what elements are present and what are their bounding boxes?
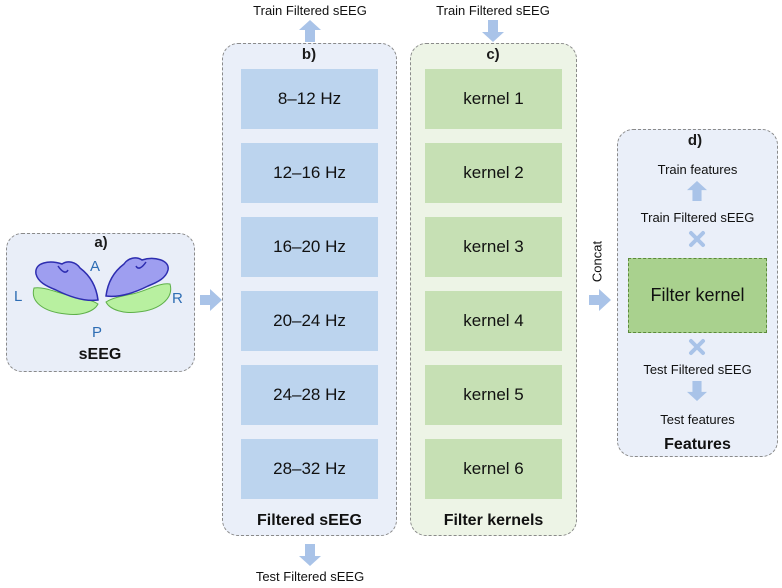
- arrow-concat: [589, 289, 611, 311]
- panel-b-bottom-output: Test Filtered sEEG: [255, 569, 365, 584]
- filter-kernel-label: Filter kernel: [650, 285, 745, 305]
- test-filtered-label: Test Filtered sEEG: [643, 362, 752, 377]
- right-label: R: [172, 290, 183, 307]
- test-features-label: Test features: [660, 412, 735, 427]
- band-24-28hz: 24–28 Hz: [241, 365, 378, 425]
- panel-c-caption: Filter kernels: [443, 512, 544, 529]
- arrow-train-up: [687, 181, 707, 201]
- concat-label: Concat: [589, 240, 605, 283]
- kernel-6: kernel 6: [425, 439, 562, 499]
- band-16-20hz: 16–20 Hz: [241, 217, 378, 277]
- multiply-icon-top: [689, 231, 705, 247]
- panel-b-top-output: Train Filtered sEEG: [253, 3, 367, 18]
- panel-c-tag: c): [486, 46, 500, 63]
- multiply-icon-bottom: [689, 339, 705, 355]
- left-label: L: [14, 288, 23, 305]
- panel-b-tag: b): [301, 46, 317, 63]
- band-20-24hz: 20–24 Hz: [241, 291, 378, 351]
- arrow-a-to-b: [200, 289, 222, 311]
- posterior-label: P: [92, 324, 103, 341]
- arrow-c-down: [482, 20, 504, 42]
- panel-d-caption: Features: [664, 436, 731, 453]
- panel-d-tag: d): [687, 132, 703, 149]
- panel-a-tag: a): [94, 234, 108, 251]
- train-filtered-label: Train Filtered sEEG: [640, 210, 755, 225]
- panel-b-caption: Filtered sEEG: [257, 512, 362, 529]
- panel-a-caption: sEEG: [78, 346, 122, 363]
- brain-icon: [32, 257, 172, 315]
- arrow-test-down: [687, 381, 707, 401]
- kernel-4: kernel 4: [425, 291, 562, 351]
- filter-kernel-box: Filter kernel: [628, 258, 767, 333]
- band-28-32hz: 28–32 Hz: [241, 439, 378, 499]
- band-12-16hz: 12–16 Hz: [241, 143, 378, 203]
- anterior-label: A: [90, 258, 101, 275]
- kernel-5: kernel 5: [425, 365, 562, 425]
- arrow-b-up: [299, 20, 321, 42]
- band-8-12hz: 8–12 Hz: [241, 69, 378, 129]
- kernel-2: kernel 2: [425, 143, 562, 203]
- arrow-b-down: [299, 544, 321, 566]
- panel-c-top-input: Train Filtered sEEG: [436, 3, 550, 18]
- kernel-1: kernel 1: [425, 69, 562, 129]
- kernel-3: kernel 3: [425, 217, 562, 277]
- train-features-label: Train features: [657, 162, 738, 177]
